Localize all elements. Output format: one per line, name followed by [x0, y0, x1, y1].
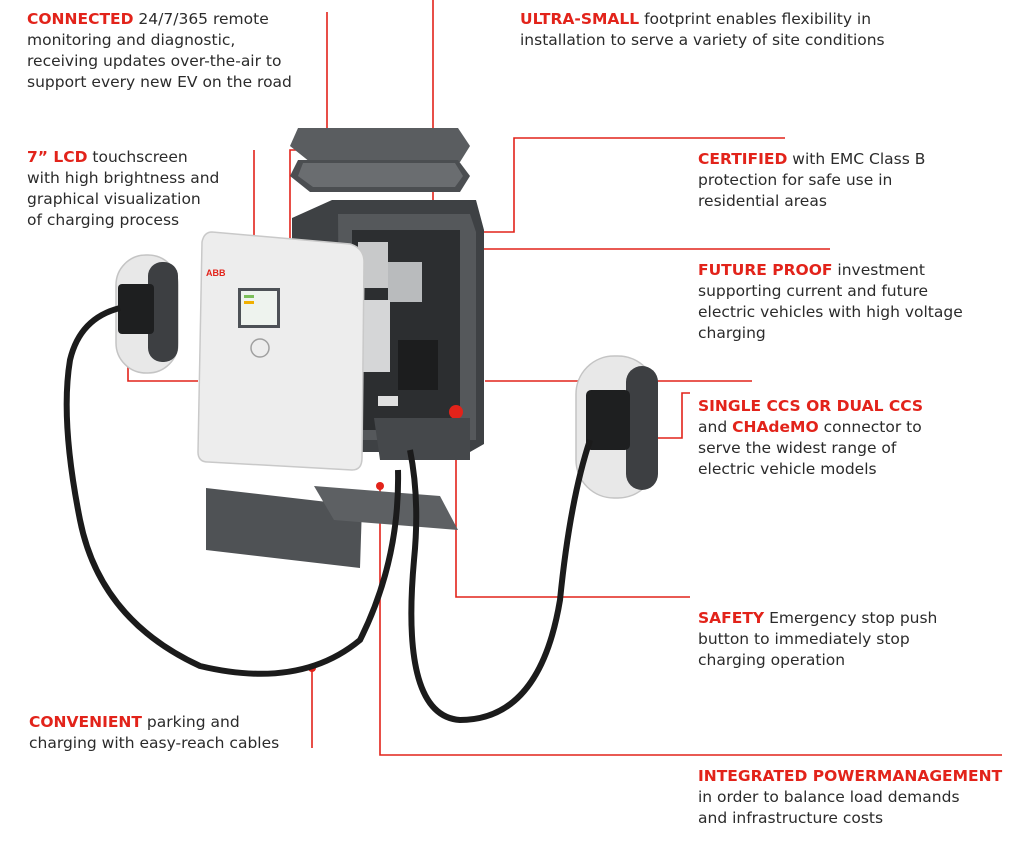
- callout-powermgmt-line: in order to balance load demands: [698, 788, 960, 806]
- callout-connector-key2: CHAdeMO: [732, 418, 819, 436]
- callout-safety-key: SAFETY: [698, 609, 765, 627]
- callout-connected-line: support every new EV on the road: [27, 73, 292, 91]
- bottom-cover-parts: [206, 418, 470, 568]
- callout-certified-line: residential areas: [698, 192, 827, 210]
- callout-connector-line: serve the widest range of: [698, 439, 897, 457]
- callout-connected-text: 24/7/365 remote: [133, 10, 269, 28]
- callout-lcd-line: graphical visualization: [27, 190, 201, 208]
- leader-safety: [455, 412, 690, 598]
- callout-powermgmt-line: and infrastructure costs: [698, 809, 884, 827]
- callout-lcd-line: with high brightness and: [27, 169, 220, 187]
- callout-powermgmt-key: INTEGRATED POWERMANAGEMENT: [698, 767, 1003, 785]
- front-panel: ABB: [197, 231, 365, 471]
- callout-certified: CERTIFIED with EMC Class B protection fo…: [698, 149, 925, 212]
- callout-future-proof-key: FUTURE PROOF: [698, 261, 833, 279]
- callout-safety-line: button to immediately stop: [698, 630, 910, 648]
- callout-ultra-small-line: installation to serve a variety of site …: [520, 31, 885, 49]
- callout-connector: SINGLE CCS OR DUAL CCS and CHAdeMO conne…: [698, 396, 923, 480]
- callout-connector-key: SINGLE CCS OR DUAL CCS: [698, 397, 924, 415]
- right-connector-holster: [407, 355, 658, 724]
- callout-convenient-text: parking and: [141, 713, 240, 731]
- callout-convenient: CONVENIENT parking and charging with eas…: [29, 712, 279, 754]
- callout-future-proof-line: electric vehicles with high voltage: [698, 303, 963, 321]
- callout-connector-line: electric vehicle models: [698, 460, 877, 478]
- callout-lcd-line: of charging process: [27, 211, 180, 229]
- callout-connector-and: and: [698, 418, 733, 436]
- callout-future-proof: FUTURE PROOF investment supporting curre…: [698, 260, 963, 344]
- leader-powermgmt: [379, 486, 1002, 756]
- callout-lcd-key: 7” LCD: [27, 148, 88, 166]
- callout-lcd-text: touchscreen: [87, 148, 188, 166]
- callout-certified-line: protection for safe use in: [698, 171, 893, 189]
- top-cover-parts: [290, 128, 470, 192]
- callout-safety: SAFETY Emergency stop push button to imm…: [698, 608, 937, 671]
- callout-future-proof-line: supporting current and future: [698, 282, 929, 300]
- callout-connector-text2: connector to: [818, 418, 922, 436]
- leader-certified: [478, 137, 785, 233]
- left-connector-holster: [63, 254, 402, 677]
- callout-ultra-small: ULTRA-SMALL footprint enables flexibilit…: [520, 9, 885, 51]
- callout-lcd: 7” LCD touchscreen with high brightness …: [27, 147, 219, 231]
- callout-future-proof-line: charging: [698, 324, 766, 342]
- callout-convenient-key: CONVENIENT: [29, 713, 142, 731]
- callout-ultra-small-text: footprint enables flexibility in: [639, 10, 872, 28]
- callout-safety-text: Emergency stop push: [764, 609, 938, 627]
- callout-ultra-small-key: ULTRA-SMALL: [520, 10, 640, 28]
- callout-connected-line: monitoring and diagnostic,: [27, 31, 236, 49]
- abb-logo: ABB: [206, 268, 226, 278]
- callout-connected-line: receiving updates over-the-air to: [27, 52, 282, 70]
- callout-safety-line: charging operation: [698, 651, 846, 669]
- emergency-stop-button: [449, 405, 463, 419]
- callout-connected: CONNECTED 24/7/365 remote monitoring and…: [27, 9, 292, 93]
- callout-certified-text: with EMC Class B: [787, 150, 926, 168]
- callout-future-proof-text: investment: [832, 261, 925, 279]
- callout-certified-key: CERTIFIED: [698, 150, 788, 168]
- callout-connected-key: CONNECTED: [27, 10, 134, 28]
- callout-powermgmt: INTEGRATED POWERMANAGEMENT in order to b…: [698, 766, 1002, 829]
- callout-convenient-line: charging with easy-reach cables: [29, 734, 280, 752]
